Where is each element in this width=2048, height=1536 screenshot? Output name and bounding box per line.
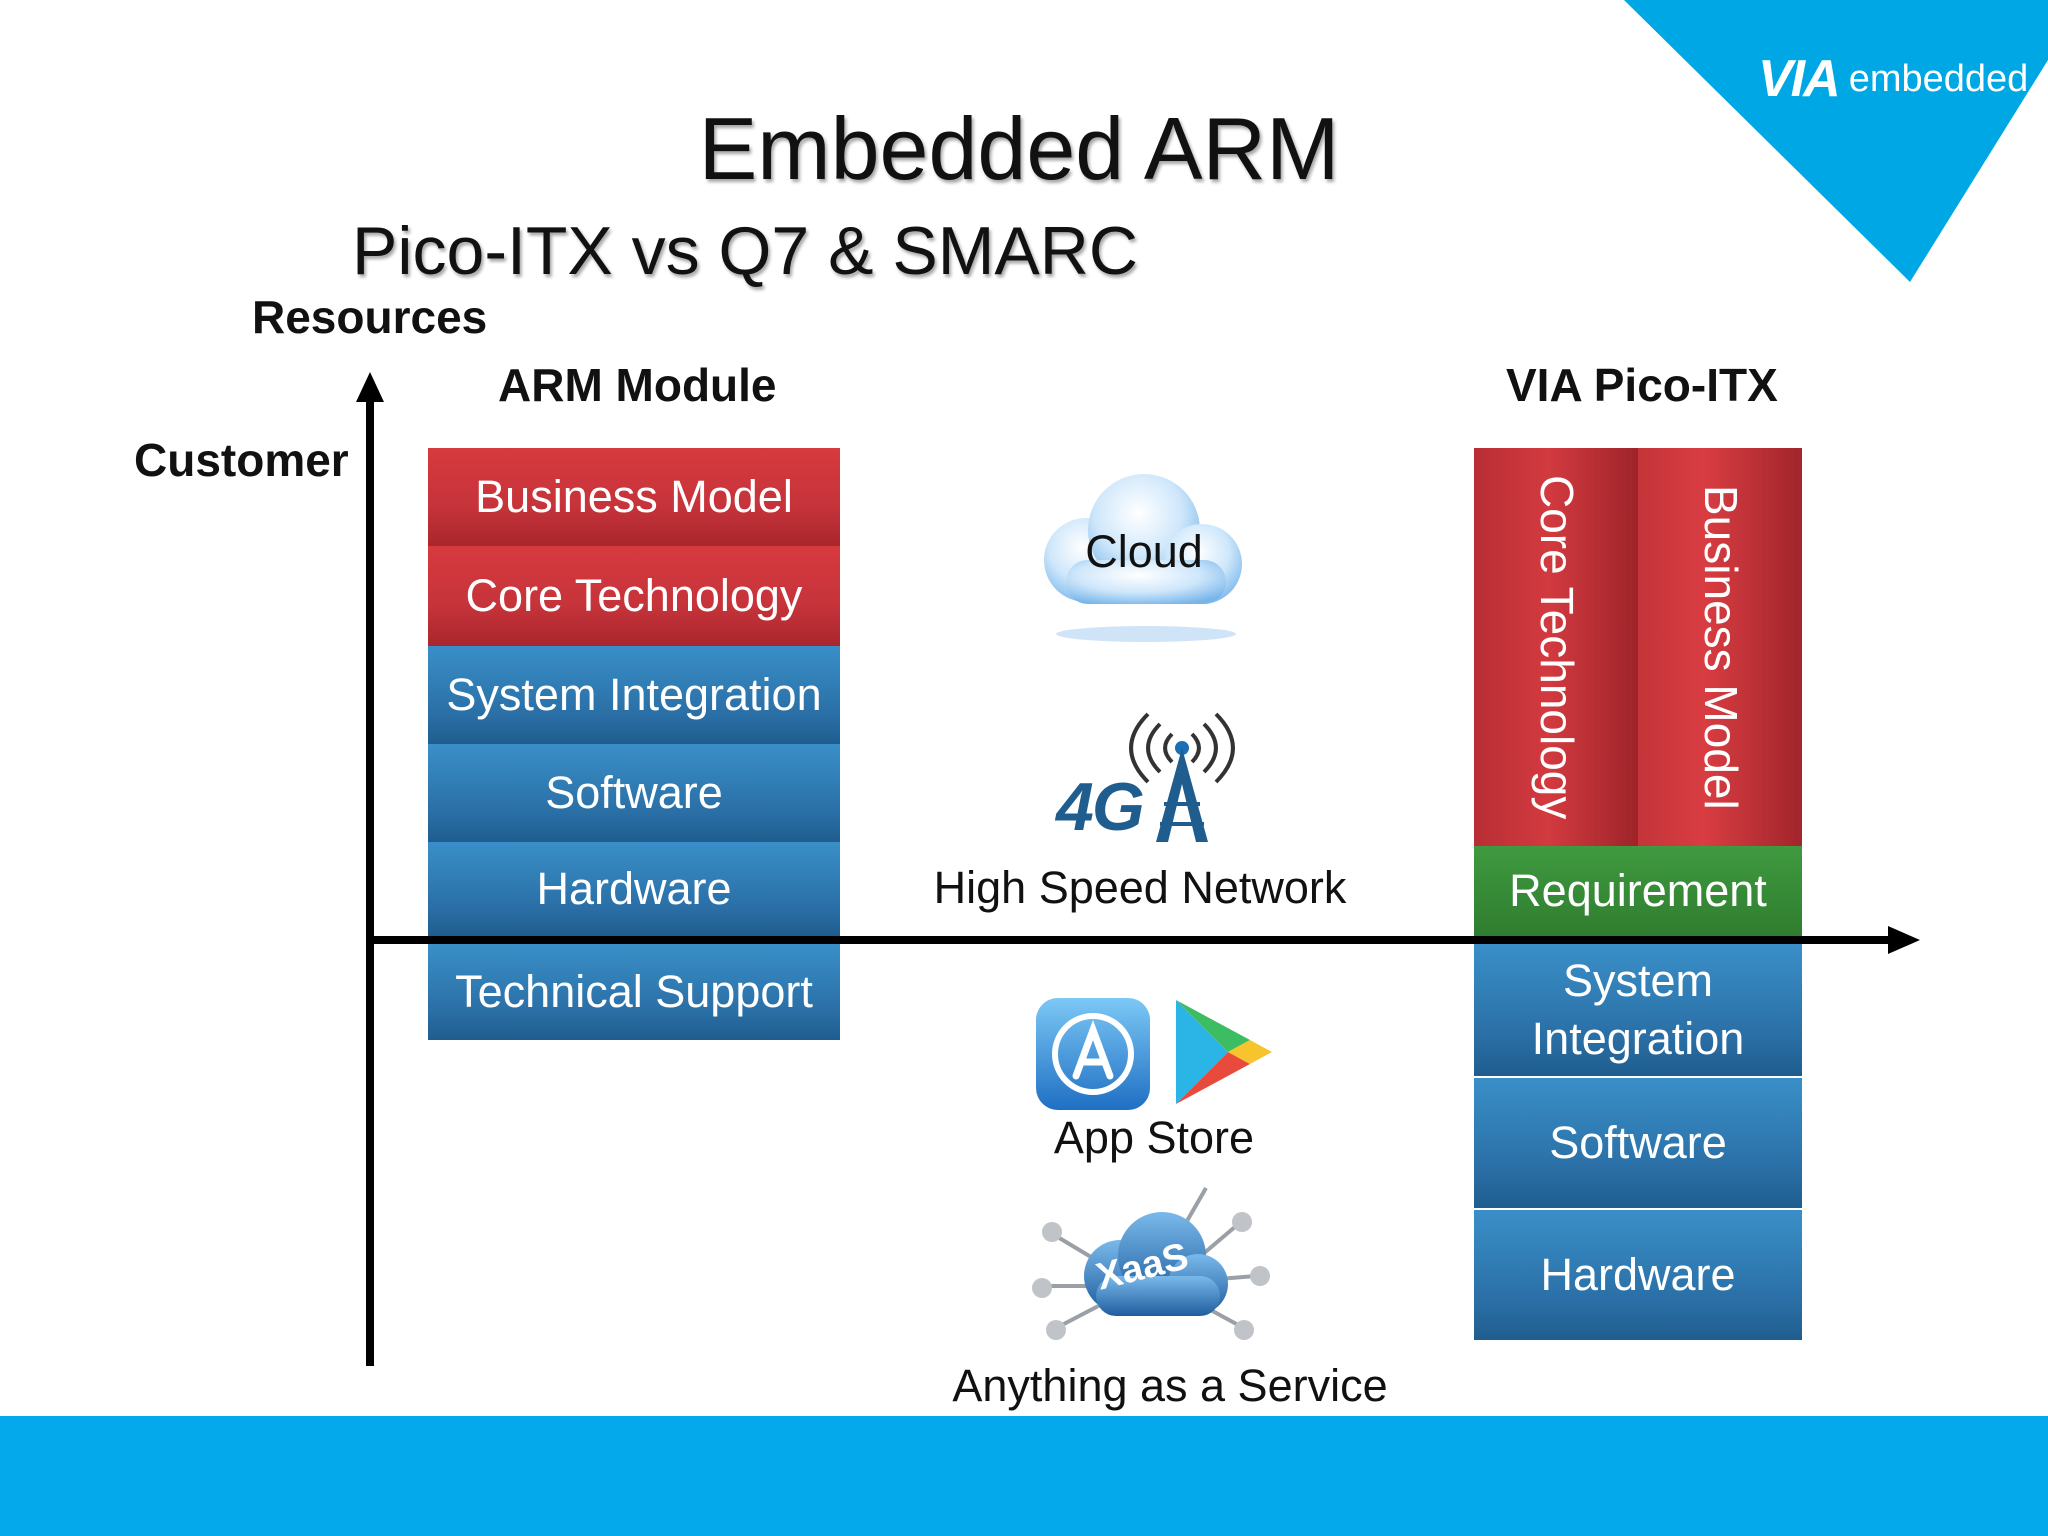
cloud-icon — [1044, 474, 1242, 642]
arm-technical-support: Technical Support — [428, 944, 840, 1040]
google-play-icon — [1176, 1000, 1272, 1104]
app-store-label: App Store — [1053, 1112, 1255, 1163]
y-axis-arrow — [356, 372, 384, 402]
arm-hardware: Hardware — [428, 842, 840, 936]
pico-business-model-label: Business Model — [1694, 484, 1747, 810]
logo-mark: VIA — [1758, 50, 1841, 108]
pico-hardware: Hardware — [1474, 1210, 1802, 1340]
arm-system-integration: System Integration — [428, 646, 840, 744]
page-subtitle: Pico-ITX vs Q7 & SMARC — [352, 213, 1138, 289]
customer-label: Customer — [134, 434, 349, 486]
4g-tower-icon — [1129, 712, 1235, 842]
cloud-label: Cloud — [1085, 526, 1203, 577]
logo-text: embedded — [1848, 57, 2029, 100]
network-label: High Speed Network — [933, 862, 1347, 913]
pico-software: Software — [1474, 1078, 1802, 1208]
arm-business-model: Business Model — [428, 448, 840, 546]
x-axis-arrow — [1888, 926, 1920, 954]
xaas-cloud-icon — [1032, 1187, 1270, 1340]
pico-core-technology-label: Core Technology — [1530, 474, 1583, 820]
pico-requirement: Requirement — [1474, 846, 1802, 936]
pico-itx-heading: VIA Pico-ITX — [1506, 359, 1778, 411]
page-title: Embedded ARM — [698, 99, 1340, 198]
xaas-label: Anything as a Service — [952, 1360, 1388, 1411]
app-store-icon — [1036, 998, 1150, 1110]
footer-band — [0, 1416, 2048, 1536]
pico-business-model: Business Model — [1638, 448, 1802, 846]
4g-badge: 4G — [1056, 769, 1145, 845]
arm-module-heading: ARM Module — [498, 359, 777, 411]
brand-logo: VIA embedded — [1758, 48, 2028, 110]
pico-system-integration: System Integration — [1474, 944, 1802, 1076]
arm-software: Software — [428, 744, 840, 842]
pico-core-technology: Core Technology — [1474, 448, 1638, 846]
y-axis-label: Resources — [252, 291, 488, 343]
arm-core-technology: Core Technology — [428, 546, 840, 646]
